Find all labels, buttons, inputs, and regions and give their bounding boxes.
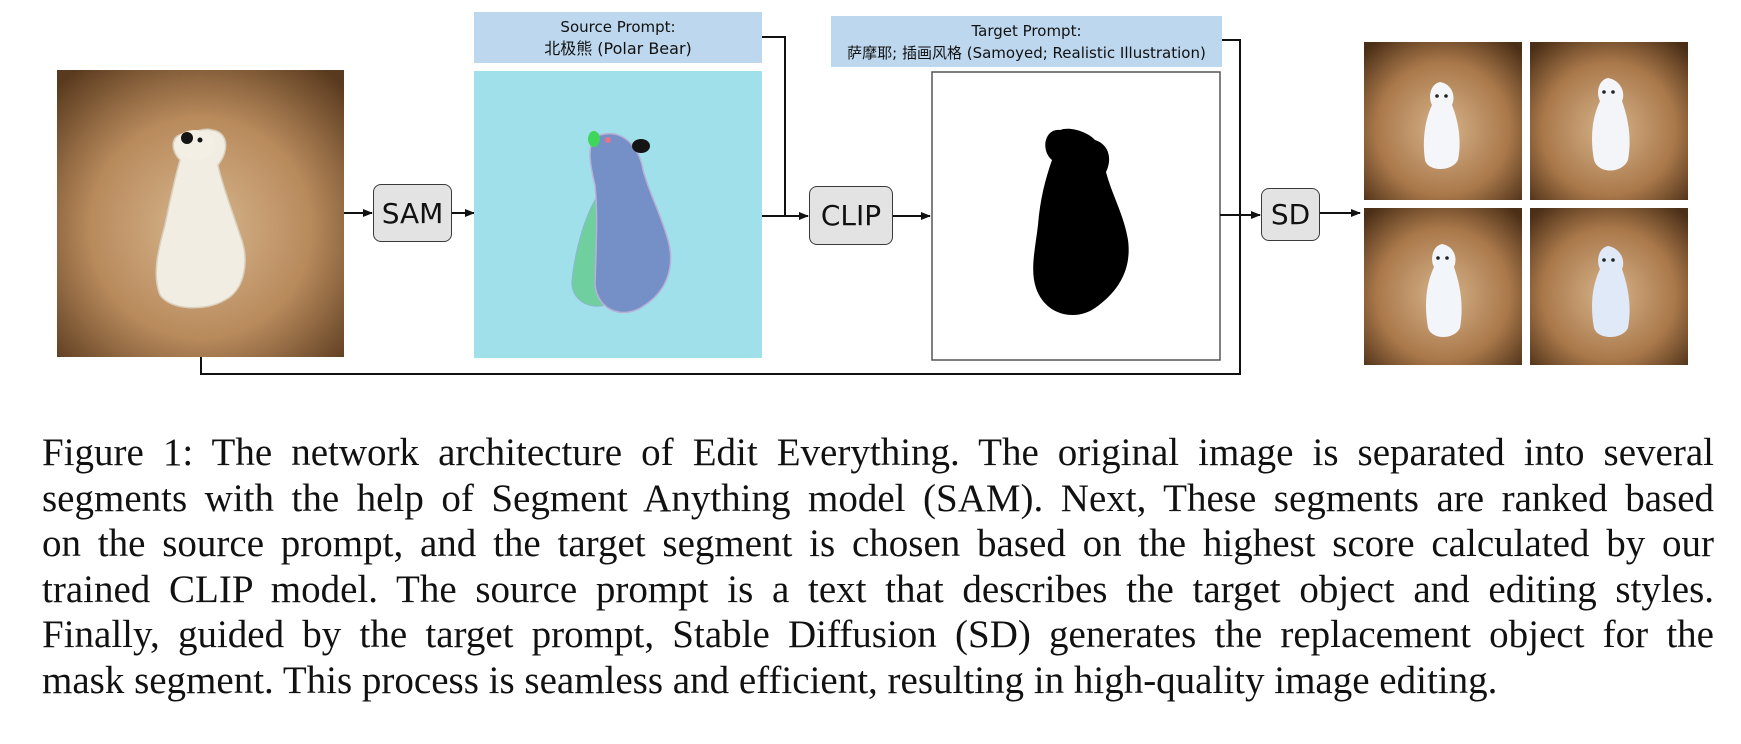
caption-line: trained CLIP model. The source prompt is… — [42, 567, 1714, 611]
input-image — [57, 70, 344, 357]
architecture-diagram — [57, 36, 1688, 375]
caption-line: Finally, guided by the target prompt, St… — [42, 613, 1714, 656]
source-prompt-box: Source Prompt: 北极熊 (Polar Bear) — [474, 12, 762, 63]
segment-ear-left — [588, 131, 600, 147]
target-prompt-text: 萨摩耶; 插画风格 (Samoyed; Realistic Illustrati… — [847, 44, 1206, 62]
output-image-1 — [1364, 42, 1522, 200]
caption-line: Figure 1: The network architecture of Ed… — [42, 431, 1714, 474]
segmentation-map — [474, 71, 762, 358]
output-image-3 — [1364, 208, 1522, 365]
target-prompt-box: Target Prompt: 萨摩耶; 插画风格 (Samoyed; Reali… — [831, 16, 1222, 67]
source-prompt-title: Source Prompt: — [560, 18, 676, 36]
output-image-4 — [1530, 208, 1688, 365]
segment-eye — [605, 137, 611, 143]
output-image-2 — [1530, 42, 1688, 200]
mask-segment — [1033, 128, 1129, 316]
clip-node: CLIP — [809, 186, 893, 245]
caption-line: segments with the help of Segment Anythi… — [42, 476, 1714, 520]
segment-main — [589, 132, 672, 314]
mask-image — [931, 71, 1221, 361]
polar-bear-figurine — [155, 128, 246, 309]
caption-line: mask segment. This process is seamless a… — [42, 658, 1498, 702]
figure-caption: Figure 1: The network architecture of Ed… — [42, 430, 1714, 703]
sam-node: SAM — [373, 184, 452, 242]
segment-ear-right — [632, 139, 650, 153]
source-prompt-text: 北极熊 (Polar Bear) — [544, 39, 692, 58]
target-prompt-title: Target Prompt: — [971, 22, 1082, 40]
caption-line: on the source prompt, and the target seg… — [42, 522, 1714, 565]
output-images — [1364, 42, 1688, 365]
sd-node: SD — [1261, 188, 1320, 241]
